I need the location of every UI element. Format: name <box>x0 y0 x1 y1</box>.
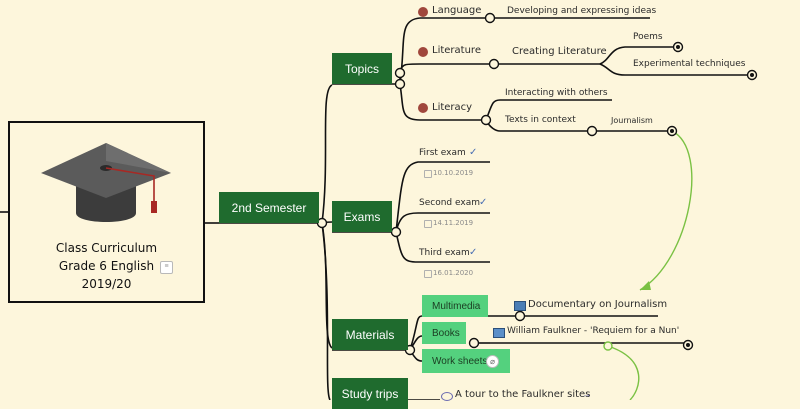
language-topic[interactable]: Language <box>432 5 482 16</box>
first-exam-date: 10.10.2019 <box>433 169 474 177</box>
first-exam-topic[interactable]: First exam <box>419 148 466 158</box>
root-title-line2: Grade 6 English <box>58 259 155 273</box>
literacy-topic[interactable]: Literacy <box>432 102 473 113</box>
creating-literature-topic[interactable]: Creating Literature <box>512 46 607 57</box>
third-exam-date: 16.01.2020 <box>433 269 474 277</box>
study-trips-topic[interactable]: Study trips <box>332 378 408 409</box>
third-exam-topic[interactable]: Third exam <box>419 248 470 258</box>
graduation-cap-icon <box>41 143 171 222</box>
literature-marker-icon <box>418 47 428 57</box>
materials-topic[interactable]: Materials <box>332 319 408 350</box>
book-icon <box>493 328 505 338</box>
faulkner-tour-topic[interactable]: A tour to the Faulkner sites <box>455 389 591 400</box>
experimental-topic[interactable]: Experimental techniques <box>633 59 746 69</box>
second-exam-date: 14.11.2019 <box>433 219 474 227</box>
checkmark-icon: ✓ <box>479 197 488 208</box>
faulkner-book-topic[interactable]: William Faulkner - 'Requiem for a Nun' <box>507 326 680 336</box>
second-exam-topic[interactable]: Second exam <box>419 198 480 208</box>
developing-ideas-topic[interactable]: Developing and expressing ideas <box>507 6 657 16</box>
checkmark-icon: ✓ <box>469 147 478 158</box>
exams-topic[interactable]: Exams <box>332 201 392 232</box>
root-title-line1: Class Curriculum <box>55 241 158 255</box>
checkmark-icon: ✓ <box>469 247 478 258</box>
texts-context-topic[interactable]: Texts in context <box>505 115 576 125</box>
calendar-icon <box>424 270 432 278</box>
literature-topic[interactable]: Literature <box>432 45 481 56</box>
documentary-icon <box>514 301 526 311</box>
interacting-topic[interactable]: Interacting with others <box>505 88 608 98</box>
poems-topic[interactable]: Poems <box>633 32 663 42</box>
books-topic[interactable]: Books <box>422 322 466 344</box>
documentary-topic[interactable]: Documentary on Journalism <box>528 299 668 310</box>
notes-icon[interactable]: ≡ <box>160 261 173 274</box>
root-topic[interactable]: Class Curriculum Grade 6 English 2019/20… <box>8 121 205 303</box>
attachment-icon[interactable]: ⌀ <box>486 355 499 368</box>
arrow-right-icon: → <box>582 389 591 399</box>
journalism-topic[interactable]: Journalism <box>611 116 653 125</box>
mind-map-connectors <box>0 12 758 400</box>
multimedia-topic[interactable]: Multimedia <box>422 295 488 317</box>
language-marker-icon <box>418 7 428 17</box>
calendar-icon <box>424 220 432 228</box>
semester-topic[interactable]: 2nd Semester <box>219 192 319 223</box>
literacy-marker-icon <box>418 103 428 113</box>
topics-topic[interactable]: Topics <box>332 53 392 84</box>
calendar-icon <box>424 170 432 178</box>
root-title-line3: 2019/20 <box>81 277 132 291</box>
